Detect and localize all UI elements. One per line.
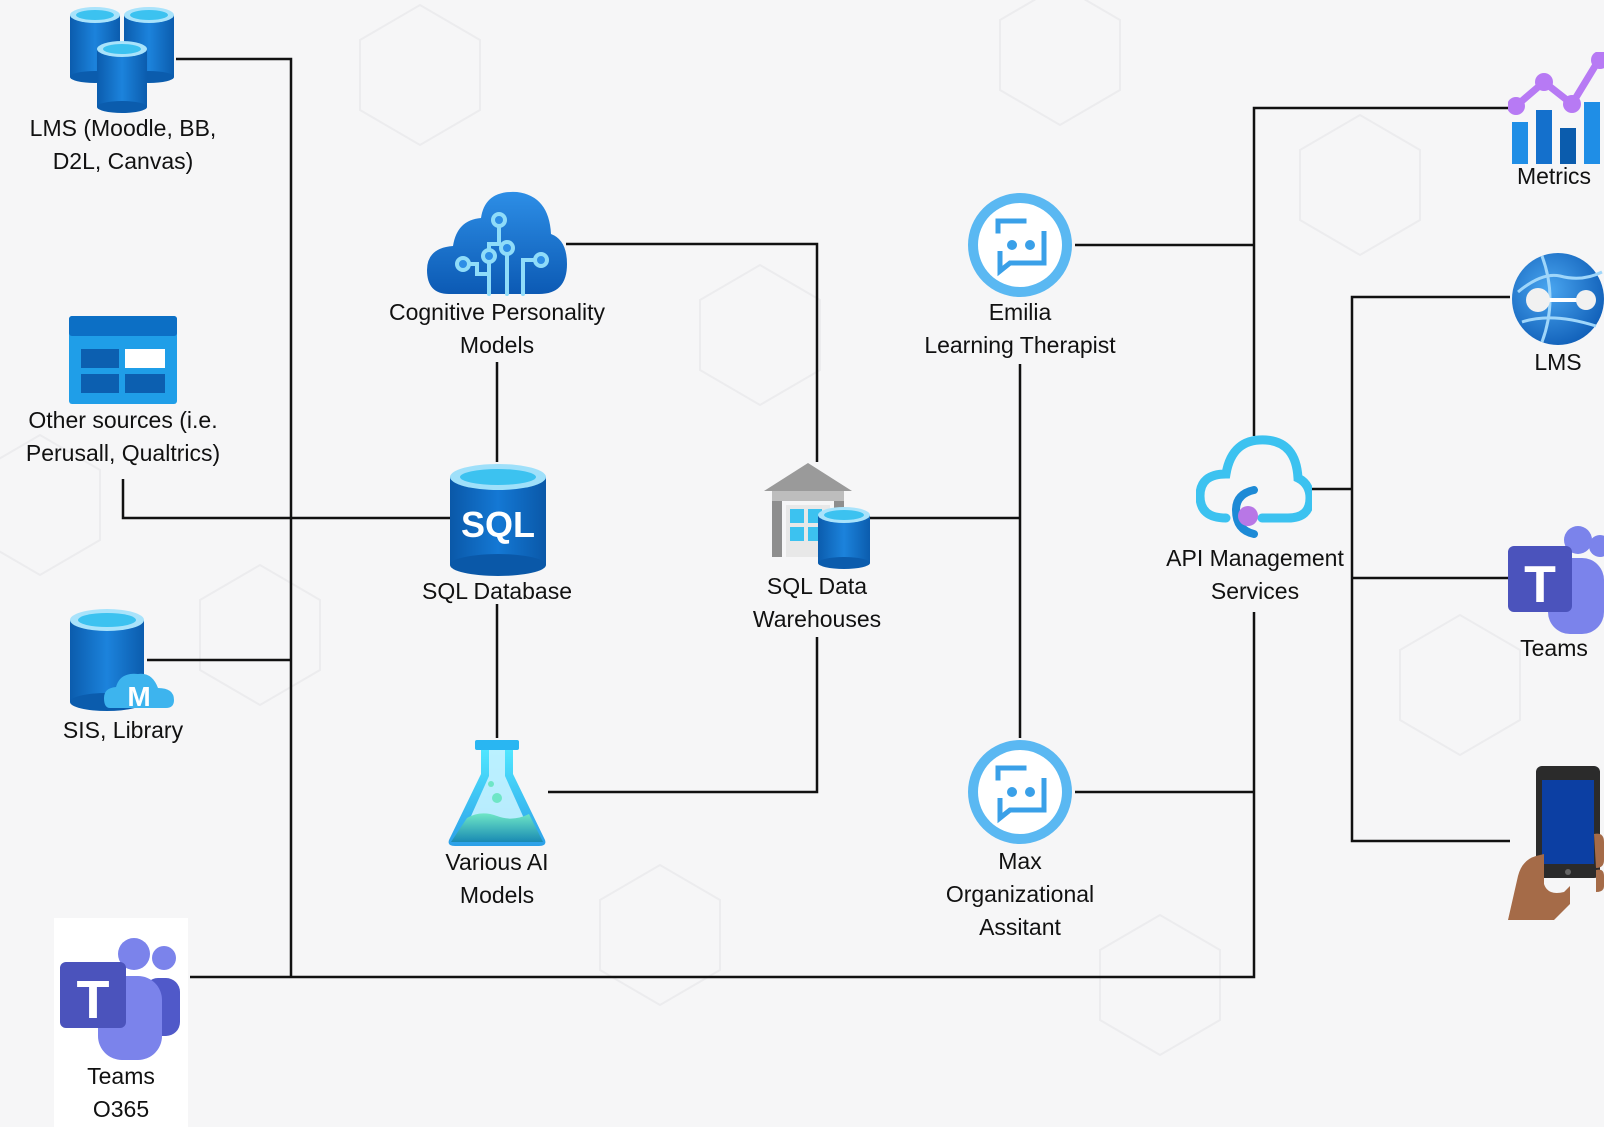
teams-out-badge: T: [1524, 556, 1556, 614]
node-ai-models-label: Various AI Models: [397, 846, 597, 912]
node-teams-out-label: Teams: [1504, 632, 1604, 665]
teams-icon: T: [1508, 526, 1604, 634]
web-globe-icon: [1512, 253, 1604, 345]
node-lms-sources-label: LMS (Moodle, BB, D2L, Canvas): [12, 112, 234, 178]
label-line: Metrics: [1516, 163, 1592, 189]
label-line: Warehouses: [752, 606, 882, 632]
connector-teams-o365: [190, 612, 1256, 979]
node-lms-out-label: LMS: [1512, 346, 1604, 379]
label-line: Teams: [1520, 635, 1588, 661]
label-line: Various AI: [445, 849, 549, 875]
sql-badge: SQL: [461, 504, 535, 545]
bot-icon: [968, 740, 1072, 844]
label-line: Assitant: [979, 914, 1061, 940]
node-sis-library-label: SIS, Library: [30, 714, 216, 747]
teams-o365-badge: T: [77, 970, 110, 1030]
label-line: SQL Database: [421, 578, 573, 604]
label-line: Services: [1210, 578, 1300, 604]
label-line: Models: [459, 882, 535, 908]
data-warehouse-icon: [764, 463, 870, 569]
label-line: Teams: [87, 1063, 155, 1089]
node-teams-o365-label: Teams O365: [54, 1060, 188, 1126]
managed-database-icon: M: [70, 609, 174, 712]
sql-database-icon: SQL: [450, 464, 546, 576]
label-line: Max: [998, 848, 1042, 874]
connector-right-bus: [1350, 295, 1510, 843]
bot-icon: [968, 193, 1072, 297]
label-line: Models: [459, 332, 535, 358]
label-line: Cognitive Personality: [388, 299, 606, 325]
teams-icon: T: [60, 938, 180, 1060]
label-line: D2L, Canvas): [52, 148, 194, 174]
api-cloud-icon: [1196, 435, 1312, 538]
label-line: SIS, Library: [62, 717, 184, 743]
label-line: LMS (Moodle, BB,: [29, 115, 217, 141]
storage-table-icon: [69, 316, 177, 404]
node-sql-database-label: SQL Database: [397, 575, 597, 608]
node-other-sources-label: Other sources (i.e. Perusall, Qualtrics): [8, 404, 238, 470]
node-sql-warehouses-label: SQL Data Warehouses: [717, 570, 917, 636]
label-line: Learning Therapist: [924, 332, 1116, 358]
connector-api-metrics: [1252, 106, 1510, 436]
label-line: LMS: [1534, 349, 1582, 375]
label-line: Emilia: [988, 299, 1052, 325]
label-line: API Management: [1166, 545, 1344, 571]
mobile-phone-hand-icon: [1508, 766, 1604, 920]
metrics-chart-icon: [1508, 52, 1604, 164]
connector-cognitive-warehouse: [566, 242, 819, 462]
node-metrics-label: Metrics: [1504, 160, 1604, 193]
node-cognitive-models-label: Cognitive Personality Models: [367, 296, 627, 362]
label-line: Perusall, Qualtrics): [25, 440, 221, 466]
label-line: Other sources (i.e.: [28, 407, 218, 433]
flask-icon: [448, 740, 546, 846]
label-line: O365: [92, 1096, 150, 1122]
cognitive-cloud-icon: [427, 191, 567, 296]
label-line: Organizational: [945, 881, 1095, 907]
database-cluster-icon: [70, 7, 174, 113]
connector-ai-warehouse: [548, 637, 819, 794]
connector-lms-sources: [176, 57, 293, 977]
node-max-label: Max Organizational Assitant: [900, 845, 1140, 944]
connector-other-sources: [121, 479, 450, 520]
node-emilia-label: Emilia Learning Therapist: [900, 296, 1140, 362]
managed-db-badge: M: [127, 681, 150, 712]
label-line: SQL Data: [766, 573, 868, 599]
node-api-management-label: API Management Services: [1150, 542, 1360, 608]
